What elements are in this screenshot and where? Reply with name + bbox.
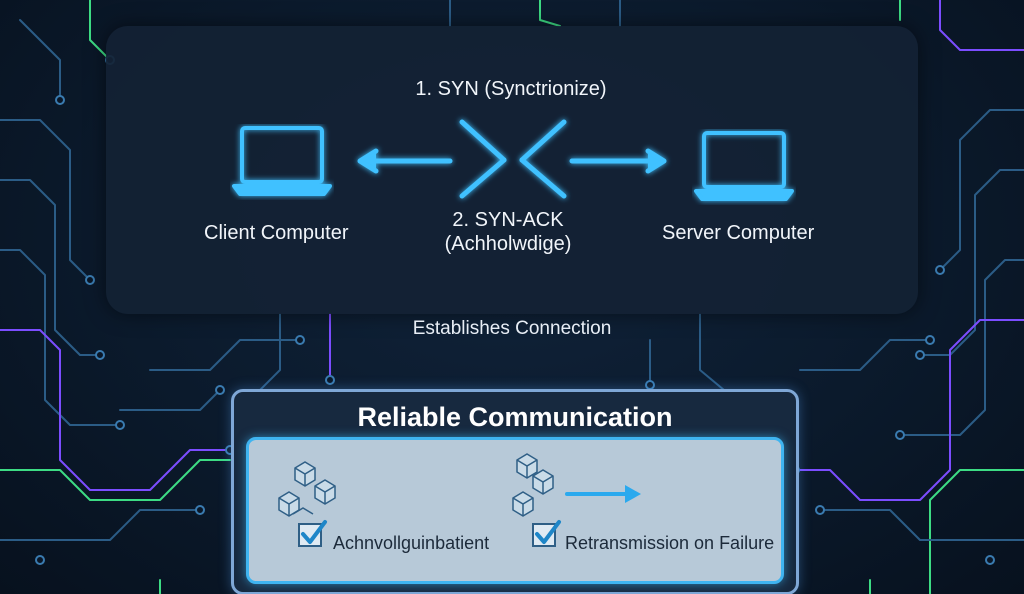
server-computer-label: Server Computer (662, 222, 815, 244)
syn-ack-label-line1: 2. SYN-ACK (452, 209, 564, 231)
client-computer-label: Client Computer (204, 222, 349, 244)
arrow-to-server (569, 148, 667, 174)
connection-established-label: Establishes Connection (412, 318, 612, 339)
laptop-icon (232, 126, 332, 196)
reliable-communication-title: Reliable Communication (357, 402, 673, 432)
laptop-icon (694, 131, 794, 201)
handshake-arrows (357, 119, 667, 199)
feature-graphics (278, 453, 641, 547)
feature-label: Achnvollguinbatient (333, 533, 490, 553)
packages-arrow-icon (512, 453, 641, 517)
reliable-communication-panel: Reliable Communication (231, 389, 799, 594)
feature-label: Retransmission on Failure (565, 533, 775, 553)
tcp-handshake-panel: 1. SYN (Synctrionize) 2. SYN-ACK (Achhol… (106, 26, 918, 314)
syn-step-label: 1. SYN (Synctrionize) (415, 78, 607, 100)
checkbox-checked-icon (298, 520, 327, 547)
packages-icon (278, 461, 336, 517)
syn-ack-label-line2: (Achholwdige) (444, 233, 572, 255)
crossing-arrows-icon (459, 119, 567, 199)
checkbox-checked-icon (532, 520, 561, 547)
syn-ack-step-label: 2. SYN-ACK (Achholwdige) (408, 208, 608, 256)
arrow-to-client (357, 148, 453, 174)
features-box: Achnvollguinbatient Retransmission on Fa… (246, 437, 784, 584)
